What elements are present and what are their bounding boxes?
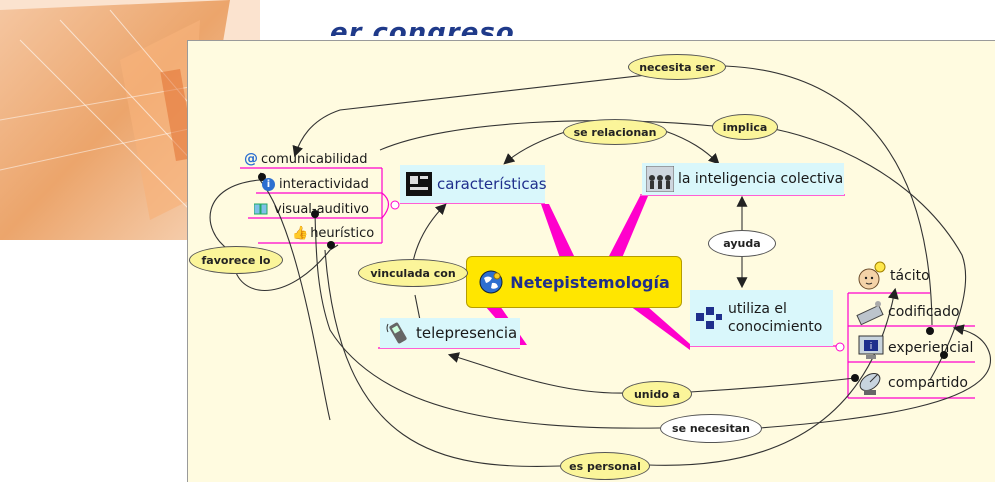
topic-inteligencia-colectiva-label: la inteligencia colectiva xyxy=(678,171,844,187)
central-topic[interactable]: Netepistemología xyxy=(466,256,682,308)
subtopic-codificado[interactable]: codificado xyxy=(856,297,960,327)
topic-caracteristicas[interactable]: características xyxy=(400,165,547,203)
subtopic-interactividad[interactable]: i interactividad xyxy=(262,175,369,193)
subtopic-compartido[interactable]: compartido xyxy=(856,367,968,399)
keyboard-icon xyxy=(856,298,886,326)
satellite-dish-icon xyxy=(856,368,886,398)
subtopic-visual-auditivo-label: visual-auditivo xyxy=(274,201,370,217)
subtopic-tacito-label: tácito xyxy=(890,268,930,284)
subtopic-experiencial[interactable]: i experiencial xyxy=(856,333,973,363)
link-favorece-lo[interactable]: favorece lo xyxy=(189,246,283,274)
building-icon xyxy=(404,169,434,199)
topic-utiliza-line1: utiliza el xyxy=(728,301,787,317)
subtopic-comunicabilidad[interactable]: @ comunicabilidad xyxy=(244,150,368,168)
subtopic-heuristico-label: heurístico xyxy=(310,225,375,241)
link-ayuda[interactable]: ayuda xyxy=(708,230,776,257)
link-es-personal[interactable]: es personal xyxy=(560,452,650,480)
svg-text:i: i xyxy=(870,342,873,352)
topic-utiliza-conocimiento[interactable]: utiliza el conocimiento xyxy=(690,290,833,346)
link-unido-a[interactable]: unido a xyxy=(622,381,692,407)
link-se-necesitan[interactable]: se necesitan xyxy=(660,414,762,443)
group-people-icon xyxy=(646,166,674,192)
topic-caracteristicas-label: características xyxy=(437,175,547,193)
subtopic-experiencial-label: experiencial xyxy=(888,340,974,356)
thumbs-up-icon: 👍 xyxy=(292,225,309,241)
link-implica[interactable]: implica xyxy=(712,114,778,140)
network-blocks-icon xyxy=(694,303,724,333)
link-vinculada-con[interactable]: vinculada con xyxy=(358,259,468,287)
subtopic-visual-auditivo[interactable]: visual-auditivo xyxy=(254,200,369,218)
monitor-info-icon: i xyxy=(856,334,886,362)
central-topic-label: Netepistemología xyxy=(510,272,670,292)
at-sign-icon: @ xyxy=(244,151,258,167)
link-se-relacionan[interactable]: se relacionan xyxy=(563,119,667,145)
topic-telepresencia[interactable]: telepresencia xyxy=(380,318,520,348)
topic-telepresencia-label: telepresencia xyxy=(416,324,518,342)
subtopic-interactividad-label: interactividad xyxy=(279,176,369,192)
subtopic-tacito[interactable]: tácito xyxy=(858,260,930,292)
globe-icon xyxy=(478,269,504,295)
subtopic-comunicabilidad-label: comunicabilidad xyxy=(261,151,368,167)
info-icon: i xyxy=(262,177,275,191)
mobile-phone-icon xyxy=(386,320,412,346)
subtopic-compartido-label: compartido xyxy=(888,375,968,391)
link-necesita-ser[interactable]: necesita ser xyxy=(628,54,726,80)
book-icon xyxy=(254,203,268,215)
topic-utiliza-line2: conocimiento xyxy=(728,319,823,335)
node-underlines xyxy=(240,167,975,399)
subtopic-codificado-label: codificado xyxy=(888,304,960,320)
subtopic-heuristico[interactable]: 👍 heurístico xyxy=(292,224,374,242)
topic-inteligencia-colectiva[interactable]: la inteligencia colectiva xyxy=(642,163,844,195)
banner-title: er congreso xyxy=(330,18,515,48)
face-lightbulb-icon xyxy=(858,261,886,291)
